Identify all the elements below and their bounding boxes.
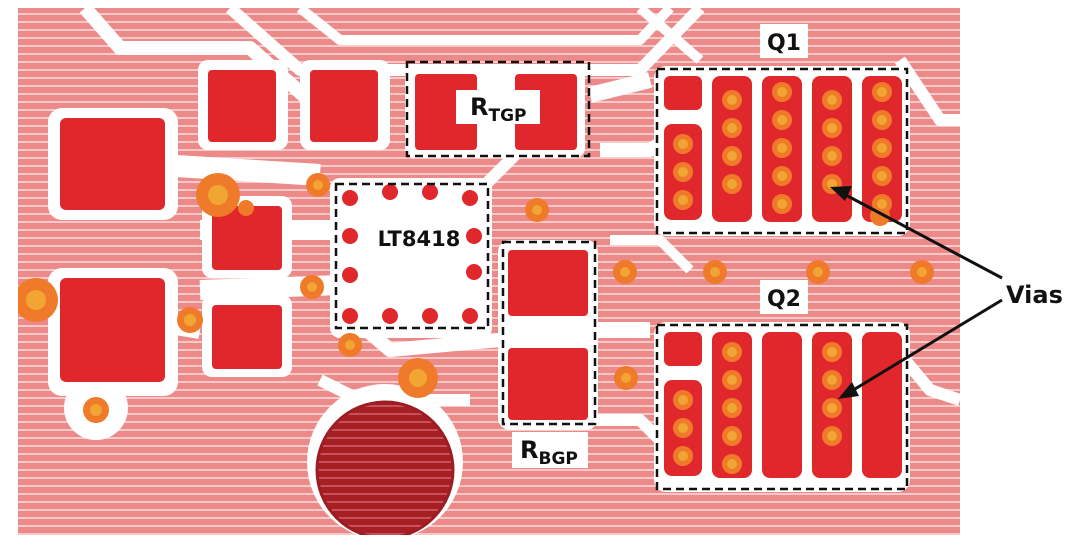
rbgp-outline (501, 240, 597, 426)
lt8418-outline (334, 182, 490, 330)
round-test-pad (317, 402, 453, 535)
q1-label: Q1 (767, 31, 801, 56)
rtgp-outline (405, 60, 591, 158)
q2-label: Q2 (767, 287, 801, 312)
vias-arrows (830, 186, 1003, 399)
copper-pads (60, 70, 902, 478)
q1-outline (655, 67, 909, 235)
vias (18, 82, 934, 474)
rbgp-label: RBGP (520, 436, 578, 469)
rtgp-label: RTGP (470, 93, 527, 126)
q2-outline (655, 323, 909, 491)
lt8418-label: LT8418 (378, 227, 461, 251)
vias-label: Vias (1006, 281, 1063, 309)
